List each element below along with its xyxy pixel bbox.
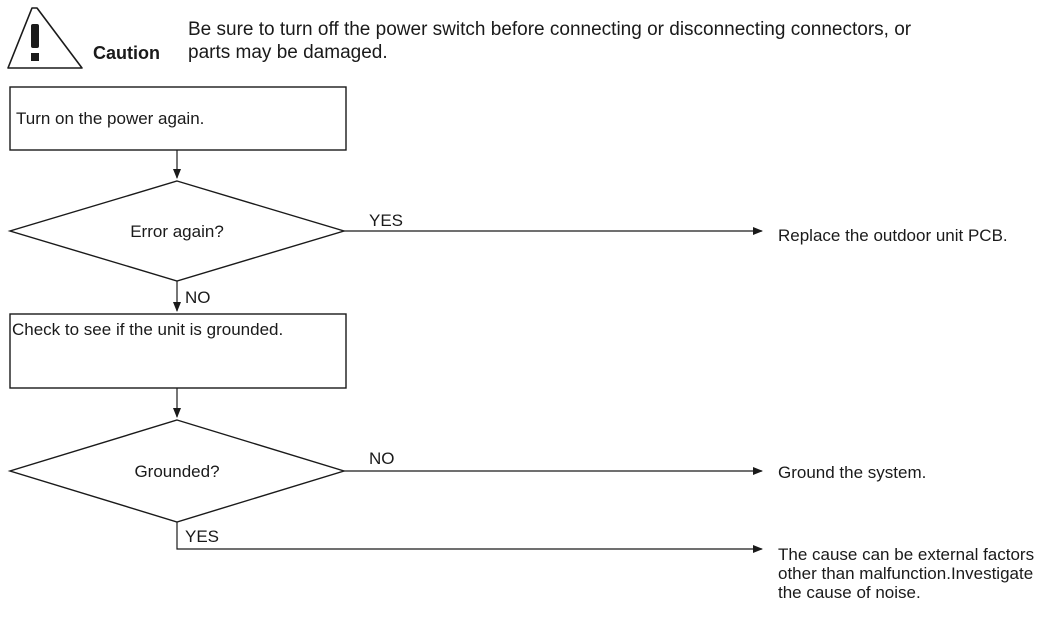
result-replace-pcb: Replace the outdoor unit PCB. <box>778 226 1008 245</box>
caution-label: Caution <box>93 43 160 63</box>
result-ground-system: Ground the system. <box>778 463 927 482</box>
process-box-power-on <box>9 86 347 151</box>
decision-grounded-text: Grounded? <box>134 462 220 481</box>
caution-text: Be sure to turn off the power switch bef… <box>188 19 912 63</box>
label-error-no: NO <box>185 288 211 307</box>
label-grounded-no: NO <box>369 449 395 468</box>
decision-error-again-text: Error again? <box>130 222 224 241</box>
step-power-on-text: Turn on the power again. <box>16 109 205 128</box>
warning-icon <box>7 7 83 69</box>
arrow-grounded-yes <box>176 522 763 553</box>
step-check-ground-text: Check to see if the unit is grounded. <box>12 320 284 339</box>
process-box-check-ground <box>9 313 347 389</box>
label-error-yes: YES <box>369 211 404 230</box>
result-external-factors: The cause can be external factors other … <box>778 545 1035 602</box>
label-grounded-yes: YES <box>185 527 220 546</box>
